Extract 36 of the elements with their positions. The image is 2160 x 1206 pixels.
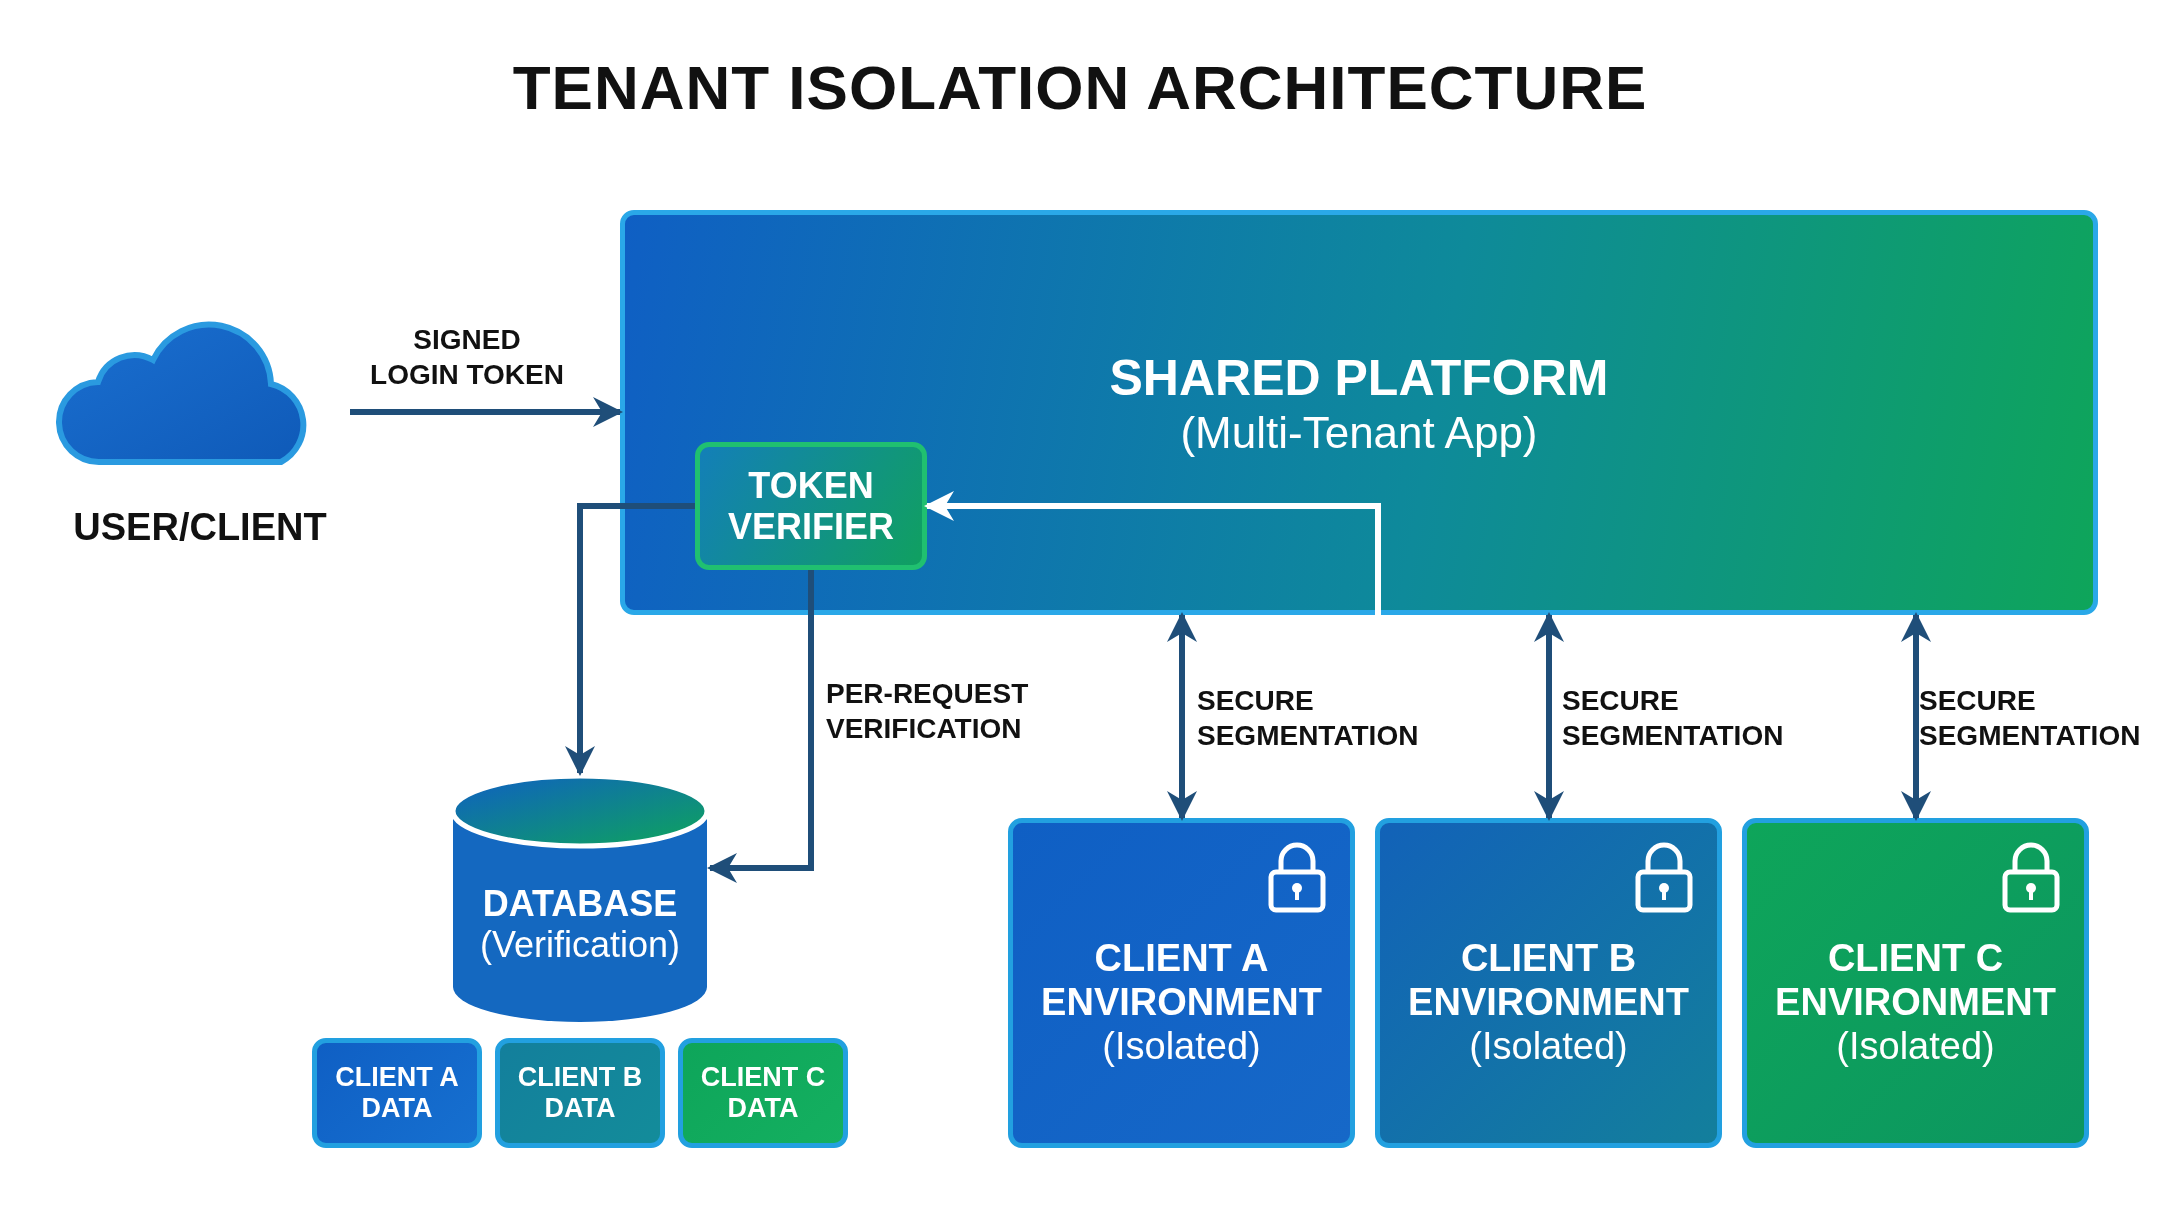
environment-box: [1008, 818, 1355, 1148]
node-subtitle: (Multi-Tenant App): [1180, 407, 1538, 459]
data-box: [495, 1038, 665, 1148]
node-title: DATABASE: [482, 882, 678, 924]
node-label: USER/CLIENT: [73, 506, 327, 550]
node-subtitle: (Verification): [479, 924, 681, 966]
environment-box: [1375, 818, 1722, 1148]
data-box: [312, 1038, 482, 1148]
arrow: [707, 570, 814, 883]
edge-label: SIGNED LOGIN TOKEN: [369, 323, 565, 392]
platform-panel: [620, 210, 2098, 615]
process-box: [695, 442, 927, 570]
data-box: [678, 1038, 848, 1148]
node-title: CLIENT A ENVIRONMENT: [1040, 937, 1323, 1025]
edge-label: SECURE SEGMENTATION: [1197, 684, 1420, 753]
node-title: CLIENT B DATA: [516, 1061, 644, 1125]
node-title: CLIENT A DATA: [334, 1061, 460, 1125]
node-title: TOKEN VERIFIER: [727, 464, 895, 548]
arrow: [924, 491, 1381, 615]
arrow: [1167, 612, 1197, 821]
arrow: [1534, 612, 1564, 821]
node-title: CLIENT C ENVIRONMENT: [1774, 937, 2057, 1025]
node-title: SHARED PLATFORM: [1109, 350, 1609, 408]
environment-box: [1742, 818, 2089, 1148]
arrow: [1901, 612, 1931, 821]
node-subtitle: (Isolated): [1468, 1024, 1629, 1069]
edge-label: SECURE SEGMENTATION: [1562, 684, 1785, 753]
node-subtitle: (Isolated): [1101, 1024, 1262, 1069]
edge-label: SECURE SEGMENTATION: [1919, 684, 2142, 753]
arrow: [350, 397, 623, 427]
node-subtitle: (Isolated): [1835, 1024, 1996, 1069]
diagram-title: TENANT ISOLATION ARCHITECTURE: [511, 52, 1649, 123]
node-title: CLIENT B ENVIRONMENT: [1407, 937, 1690, 1025]
arrow: [565, 503, 695, 776]
node-title: CLIENT C DATA: [699, 1061, 827, 1125]
edge-label: PER-REQUEST VERIFICATION: [826, 677, 1030, 746]
